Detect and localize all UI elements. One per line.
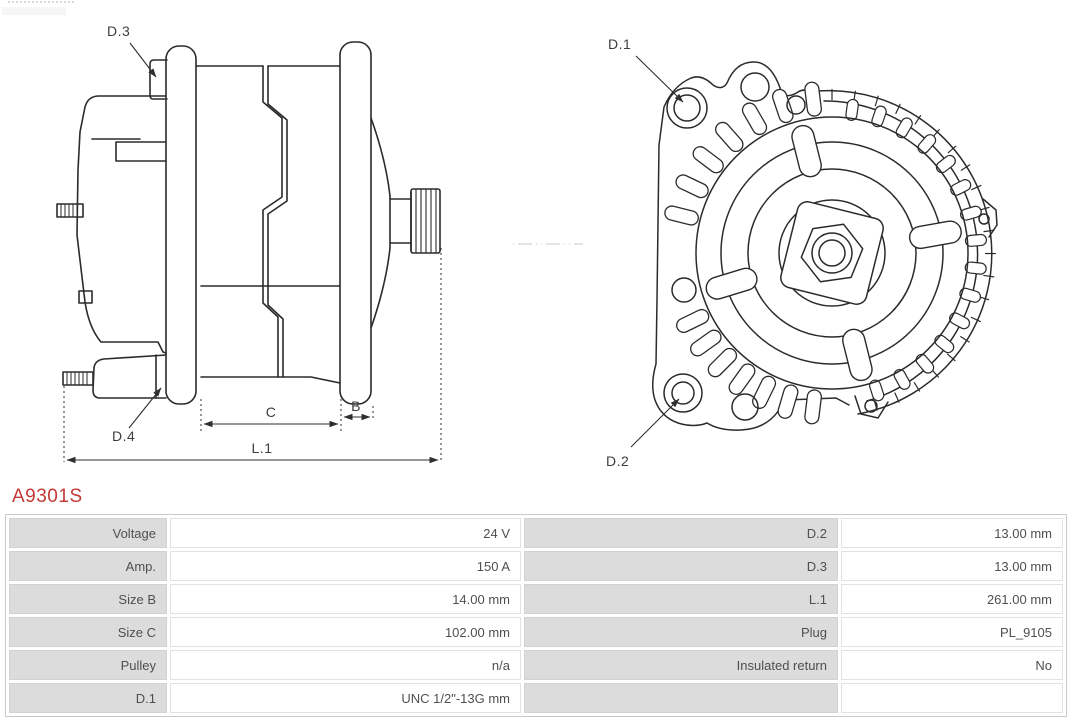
spec-label: D.2 [524,518,838,548]
spec-label: Amp. [9,551,167,581]
mount-hole [671,277,697,303]
spec-value: 24 V [170,518,521,548]
alternator-technical-drawing: D.3 D.4 C B L.1 [2,1,998,469]
spec-value: 13.00 mm [841,518,1063,548]
label-D1: D.1 [608,36,631,52]
top-mounting-ear [149,59,168,100]
front-flange [165,45,197,405]
bottom-mounting-lug [92,354,167,399]
arrow-D2 [630,398,680,448]
mount-hole [740,72,770,102]
label-D3: D.3 [107,23,130,39]
spec-value: No [841,650,1063,680]
housing-seam [262,65,283,378]
mount-hole-D2 [671,381,695,405]
vent-slots [664,81,822,425]
spec-value: 14.00 mm [170,584,521,614]
label-L1: L.1 [252,440,273,456]
spec-label: Insulated return [524,650,838,680]
spec-value: n/a [170,650,521,680]
mount-hole [731,393,759,421]
spec-label: D.3 [524,551,838,581]
rear-flange [339,41,372,405]
spec-value: 261.00 mm [841,584,1063,614]
label-D4: D.4 [112,428,135,444]
spec-label: Size C [9,617,167,647]
shaft-hub [780,201,884,305]
front-view-annotations [630,55,684,448]
front-cover-edge [695,116,969,390]
front-view [652,61,998,431]
label-C: C [266,404,277,420]
spec-label: Voltage [9,518,167,548]
spec-label: D.1 [9,683,167,713]
regulator-housing [76,95,167,354]
spec-table: Voltage 24 V D.2 13.00 mm Amp. 150 A D.3… [5,514,1067,717]
part-number: A9301S [12,486,83,507]
spec-value: 150 A [170,551,521,581]
side-view [56,41,441,405]
spec-value [841,683,1063,713]
spec-label: Size B [9,584,167,614]
mount-hole-D1 [673,94,701,122]
arrow-D3 [129,42,157,78]
spec-label: Pulley [9,650,167,680]
spec-value: UNC 1/2"-13G mm [170,683,521,713]
spec-value: 13.00 mm [841,551,1063,581]
rim-vent-slots [845,98,988,402]
label-B: B [351,398,361,414]
label-D2: D.2 [606,453,629,469]
spec-label [524,683,838,713]
watermark [2,1,74,15]
mount-hole [786,95,806,115]
spec-label: L.1 [524,584,838,614]
arrow-D4 [128,387,162,429]
pulley-shaft [370,117,441,329]
spokes [705,124,962,382]
terminal-stud-upper [56,203,84,218]
dimension-annotations [63,42,442,464]
spec-value: 102.00 mm [170,617,521,647]
spec-label: Plug [524,617,838,647]
terminal-stud-lower [62,371,94,386]
arrow-D1 [635,55,684,103]
spec-value: PL_9105 [841,617,1063,647]
